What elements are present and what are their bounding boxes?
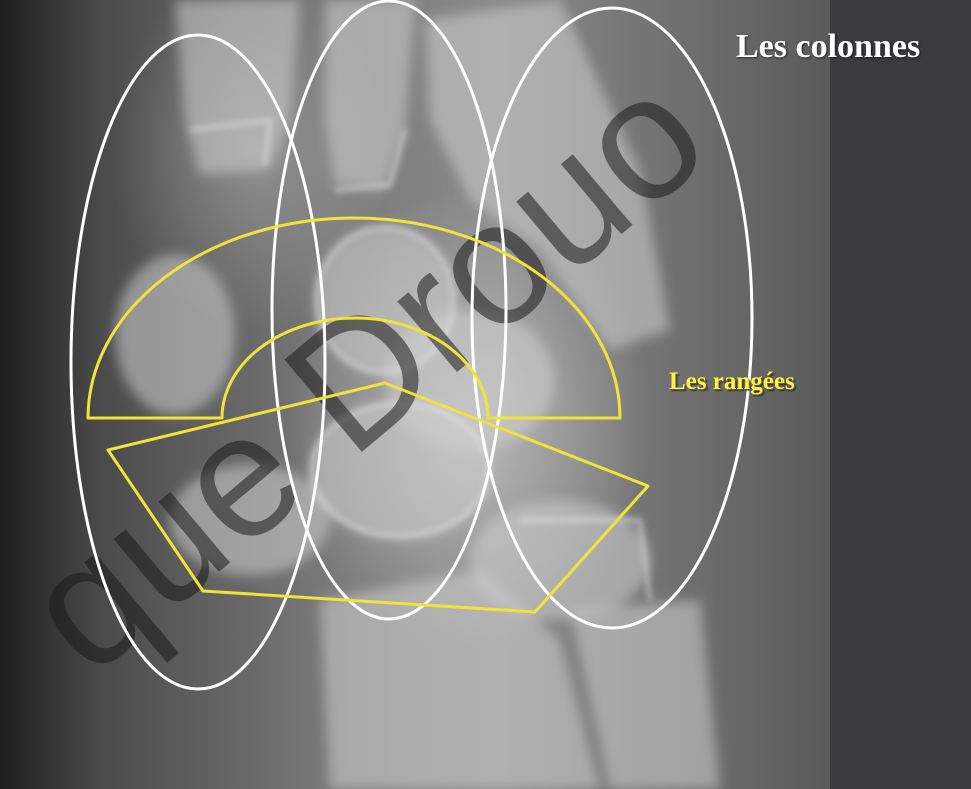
columns-label: Les colonnes bbox=[736, 28, 920, 66]
rows-label: Les rangées bbox=[669, 368, 795, 396]
watermark-text: que Drouo bbox=[0, 34, 740, 709]
